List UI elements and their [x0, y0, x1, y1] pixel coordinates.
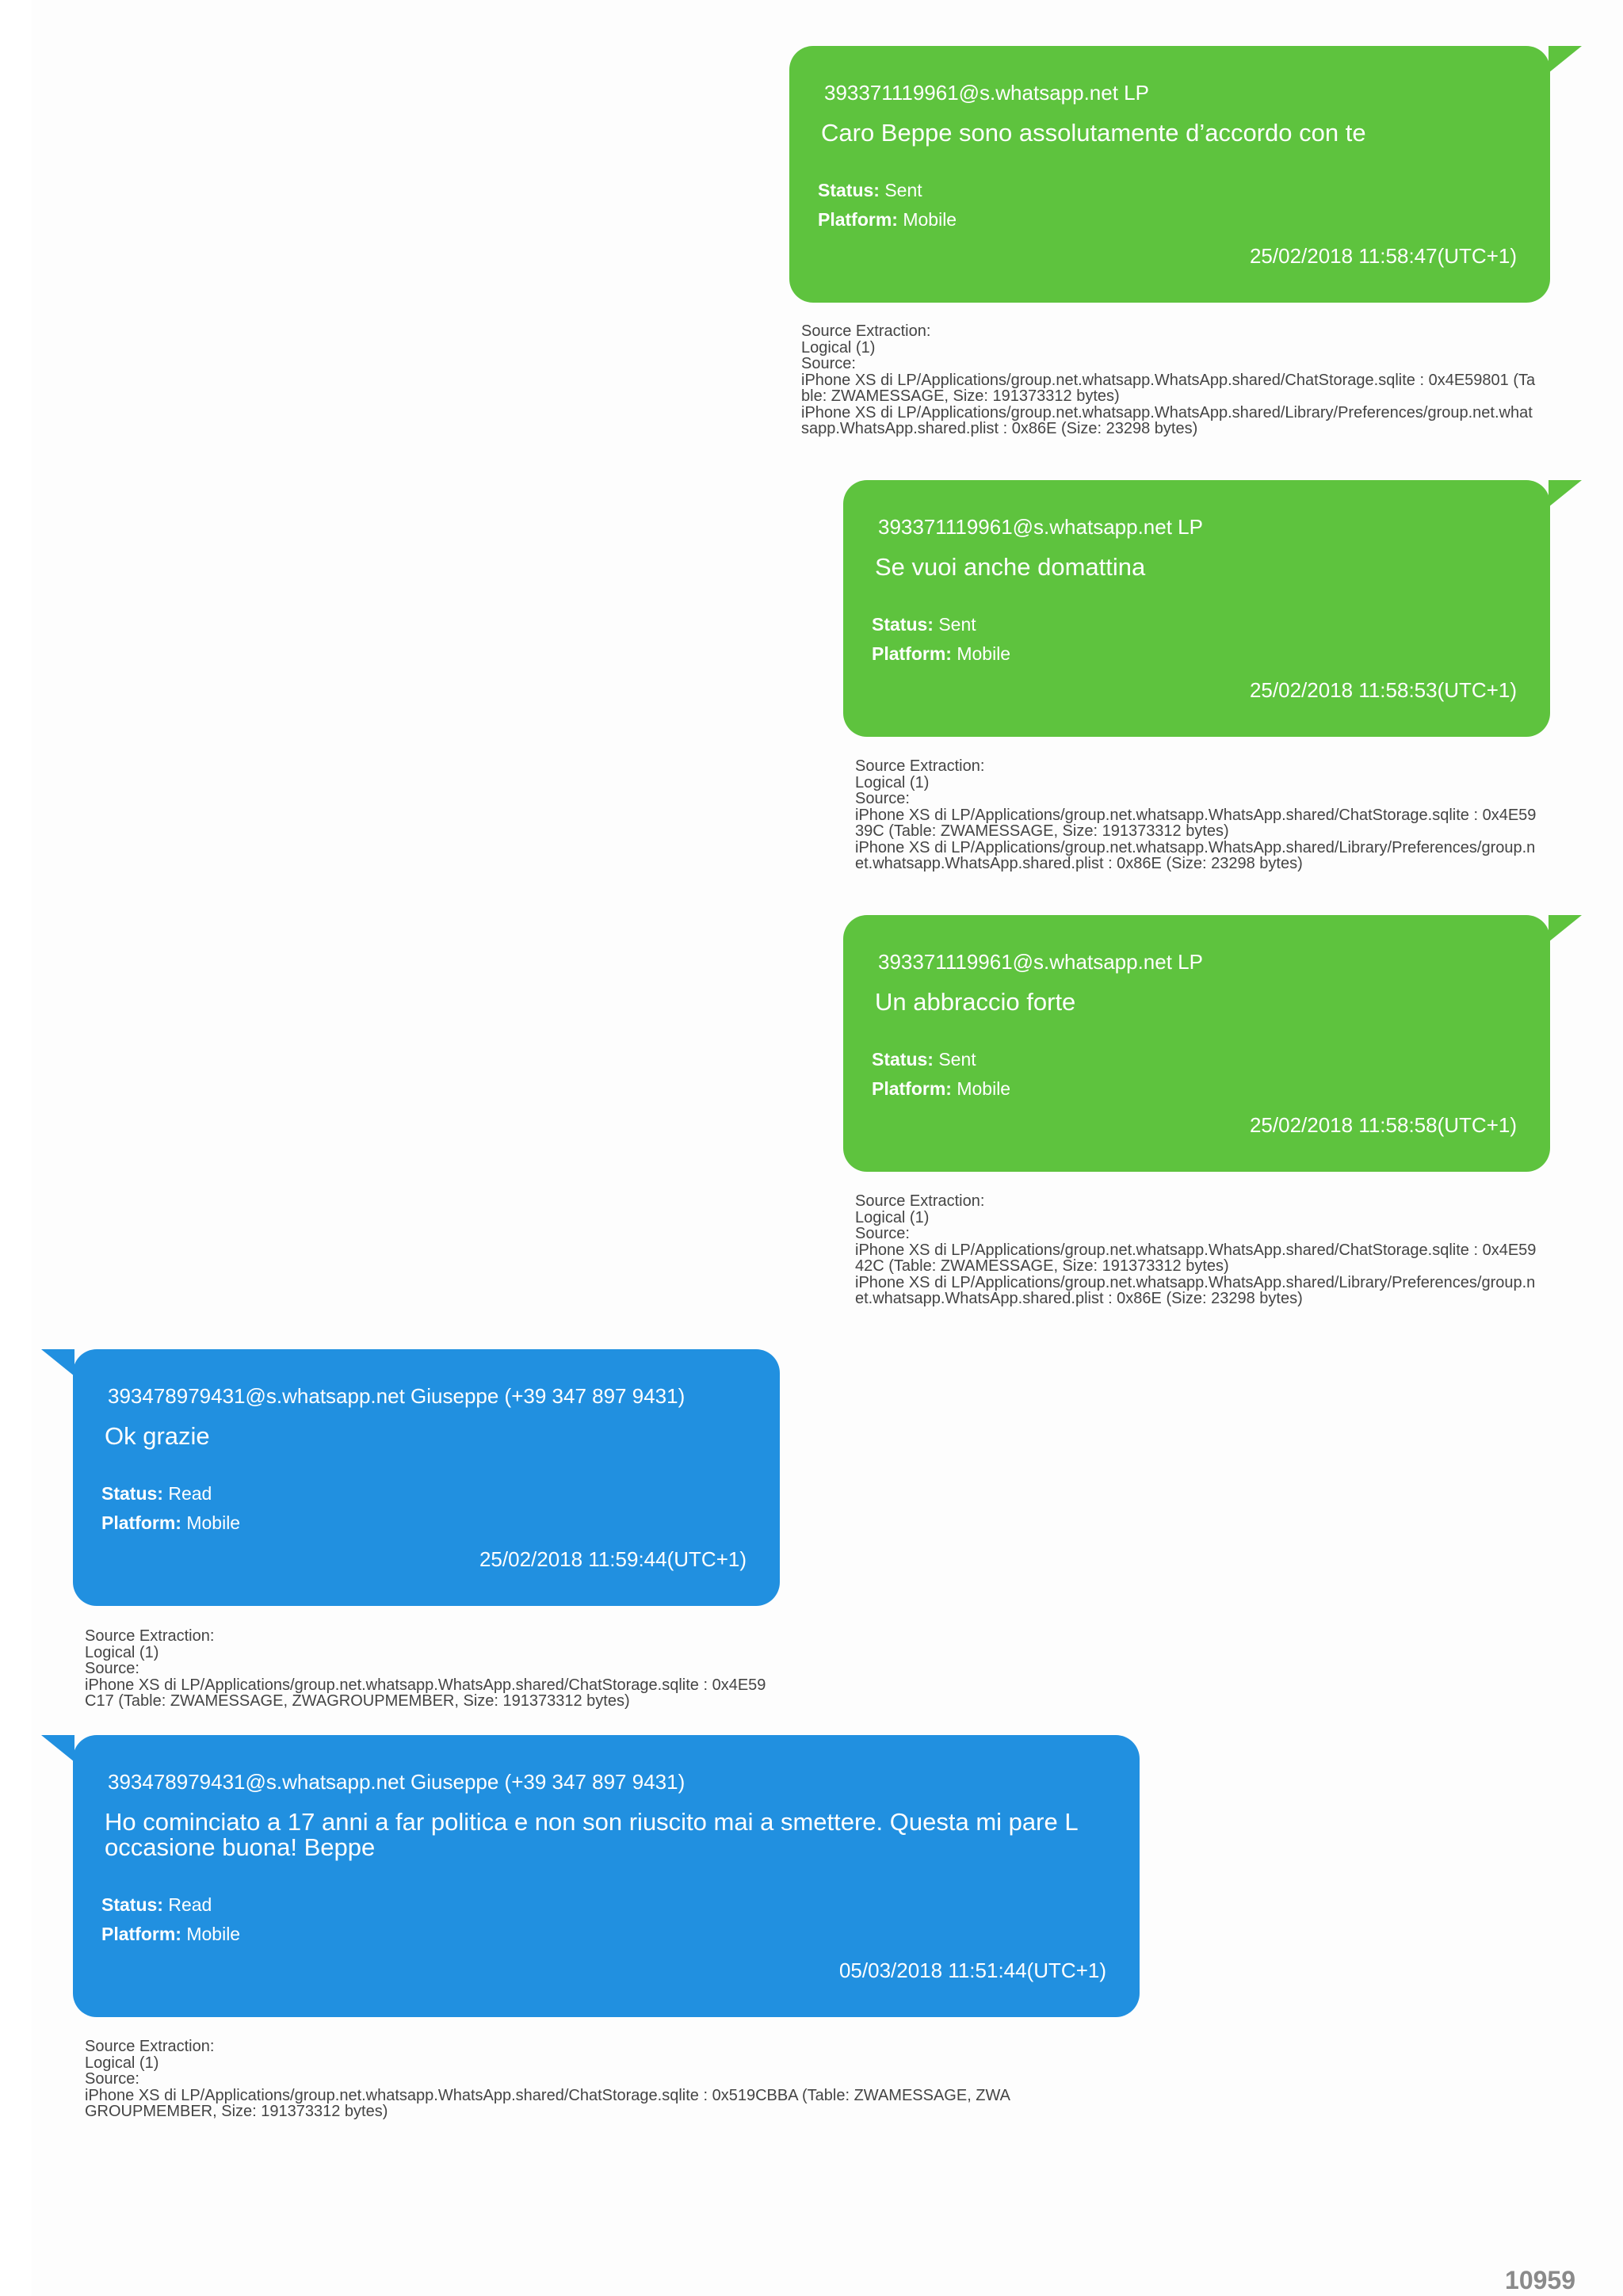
status-value: Read [168, 1894, 212, 1915]
message-bubble-sent[interactable]: 393371119961@s.whatsapp.net LP Un abbrac… [843, 915, 1582, 1172]
bubble-tail [41, 1349, 74, 1376]
source-line: Logical (1) [855, 773, 930, 791]
platform-label: Platform: [101, 1512, 181, 1533]
source-line: Logical (1) [855, 1208, 930, 1226]
source-line: Source Extraction: [855, 1192, 985, 1210]
message-bubble-sent[interactable]: 393371119961@s.whatsapp.net LP Caro Bepp… [789, 46, 1582, 303]
message-timestamp: 25/02/2018 11:58:58(UTC+1) [1249, 1113, 1517, 1137]
message-text: Un abbraccio forte [875, 988, 1076, 1016]
message-timestamp: 05/03/2018 11:51:44(UTC+1) [838, 1958, 1106, 1982]
message-bubble-received[interactable]: 393478979431@s.whatsapp.net Giuseppe (+3… [41, 1735, 1140, 2017]
message-platform: Platform: Mobile [101, 1512, 240, 1534]
message-text: Caro Beppe sono assolutamente d’accordo … [821, 119, 1366, 147]
source-line: Logical (1) [85, 2054, 159, 2072]
source-line: Source: [855, 790, 910, 807]
source-line: Source Extraction: [855, 757, 985, 775]
source-line: Source: [801, 355, 856, 372]
status-value: Sent [938, 1049, 976, 1070]
status-label: Status: [872, 1049, 934, 1070]
platform-value: Mobile [186, 1924, 241, 1944]
source-line: iPhone XS di LP/Applications/group.net.w… [855, 838, 1536, 872]
message-status: Status: Sent [872, 614, 976, 635]
message-timestamp: 25/02/2018 11:58:47(UTC+1) [1249, 244, 1517, 268]
message-platform: Platform: Mobile [872, 1078, 1010, 1100]
message-platform: Platform: Mobile [872, 643, 1010, 665]
platform-label: Platform: [872, 643, 952, 664]
page-number: 10959 [1505, 2266, 1575, 2294]
message-status: Status: Read [101, 1483, 212, 1505]
message-text: Ok grazie [105, 1422, 210, 1450]
source-line: Source: [855, 1225, 910, 1242]
message-text: Se vuoi anche domattina [875, 553, 1146, 581]
message-bubble-sent[interactable]: 393371119961@s.whatsapp.net LP Se vuoi a… [843, 480, 1582, 737]
source-line: iPhone XS di LP/Applications/group.net.w… [855, 1241, 1537, 1275]
platform-value: Mobile [186, 1512, 241, 1533]
message-timestamp: 25/02/2018 11:59:44(UTC+1) [479, 1547, 747, 1571]
bubble-tail [1549, 915, 1582, 942]
source-extraction-info: Source Extraction: Logical (1) Source: i… [855, 1193, 1538, 1307]
source-extraction-info: Source Extraction: Logical (1) Source: i… [85, 1628, 768, 1710]
message-sender: 393478979431@s.whatsapp.net Giuseppe (+3… [108, 1770, 685, 1794]
status-value: Sent [884, 180, 922, 200]
message-sender: 393371119961@s.whatsapp.net LP [878, 515, 1203, 539]
status-value: Read [168, 1483, 212, 1504]
message-status: Status: Sent [872, 1049, 976, 1070]
source-line: Logical (1) [85, 1643, 159, 1661]
source-line: iPhone XS di LP/Applications/group.net.w… [855, 1273, 1536, 1307]
message-text: Ho cominciato a 17 anni a far politica e… [105, 1808, 1078, 1861]
source-extraction-info: Source Extraction: Logical (1) Source: i… [85, 2039, 1020, 2120]
message-sender: 393371119961@s.whatsapp.net LP [878, 950, 1203, 974]
message-status: Status: Read [101, 1894, 212, 1916]
message-sender: 393478979431@s.whatsapp.net Giuseppe (+3… [108, 1384, 685, 1408]
source-line: Source: [85, 1660, 139, 1677]
message-bubble-received[interactable]: 393478979431@s.whatsapp.net Giuseppe (+3… [41, 1349, 780, 1606]
platform-label: Platform: [872, 1078, 952, 1099]
source-line: Source: [85, 2070, 139, 2088]
source-line: iPhone XS di LP/Applications/group.net.w… [855, 806, 1537, 840]
source-line: iPhone XS di LP/Applications/group.net.w… [801, 403, 1533, 437]
message-platform: Platform: Mobile [818, 209, 957, 231]
source-line: Source Extraction: [85, 2038, 215, 2055]
bubble-tail [41, 1735, 74, 1762]
message-status: Status: Sent [818, 180, 922, 201]
status-label: Status: [101, 1894, 163, 1915]
source-line: Source Extraction: [801, 322, 931, 340]
platform-value: Mobile [957, 643, 1011, 664]
source-line: iPhone XS di LP/Applications/group.net.w… [85, 1676, 766, 1710]
message-timestamp: 25/02/2018 11:58:53(UTC+1) [1249, 678, 1517, 702]
source-line: iPhone XS di LP/Applications/group.net.w… [801, 371, 1536, 405]
platform-value: Mobile [957, 1078, 1011, 1099]
platform-label: Platform: [101, 1924, 181, 1944]
source-line: Logical (1) [801, 338, 876, 357]
platform-value: Mobile [903, 209, 957, 230]
status-label: Status: [818, 180, 880, 200]
message-platform: Platform: Mobile [101, 1924, 240, 1945]
source-line: iPhone XS di LP/Applications/group.net.w… [85, 2086, 1010, 2120]
bubble-tail [1549, 480, 1582, 507]
message-sender: 393371119961@s.whatsapp.net LP [824, 81, 1149, 105]
source-extraction-info: Source Extraction: Logical (1) Source: i… [855, 758, 1538, 872]
status-label: Status: [872, 614, 934, 635]
bubble-tail [1549, 46, 1582, 73]
platform-label: Platform: [818, 209, 898, 230]
status-value: Sent [938, 614, 976, 635]
source-line: Source Extraction: [85, 1627, 215, 1645]
status-label: Status: [101, 1483, 163, 1504]
source-extraction-info: Source Extraction: Logical (1) Source: i… [801, 323, 1538, 437]
